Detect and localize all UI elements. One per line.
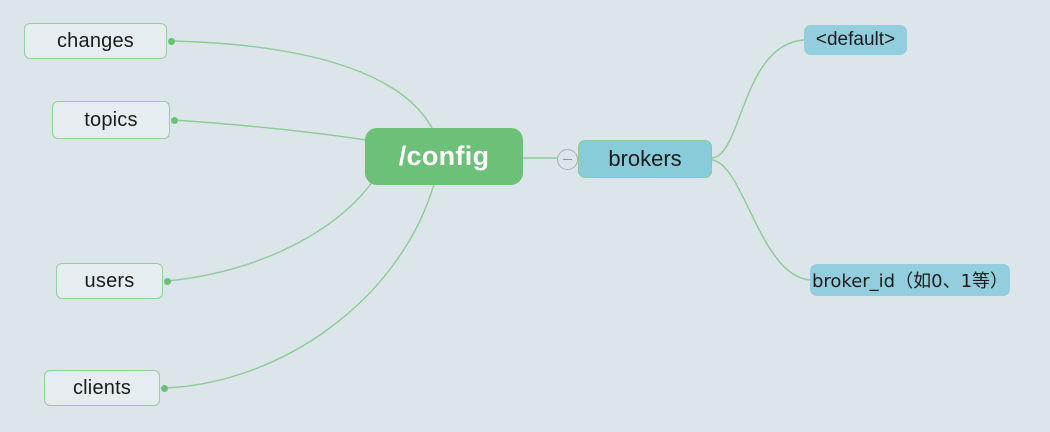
connector-dot-clients	[161, 385, 168, 392]
edge-changes	[170, 40, 433, 129]
node-brokers-label: brokers	[608, 146, 682, 171]
edge-clients	[163, 183, 435, 389]
node-config-root[interactable]: /config	[365, 128, 523, 185]
minus-icon	[563, 159, 572, 160]
edge-brokers-brokerid	[711, 159, 811, 281]
connector-dot-topics	[171, 117, 178, 124]
node-broker-id[interactable]: broker_id（如0、1等）	[810, 264, 1010, 296]
collapse-toggle-icon[interactable]	[557, 149, 578, 170]
node-default[interactable]: <default>	[804, 25, 907, 55]
node-topics[interactable]: topics	[52, 101, 170, 139]
node-changes-label: changes	[56, 29, 134, 52]
node-clients[interactable]: clients	[44, 370, 160, 406]
node-changes[interactable]: changes	[24, 23, 167, 59]
edge-brokers-default	[711, 39, 805, 159]
node-users[interactable]: users	[56, 263, 163, 299]
edge-users	[166, 177, 376, 282]
node-broker-id-label: broker_id（如0、1等）	[811, 271, 1009, 292]
connector-dot-changes	[168, 38, 175, 45]
node-config-label: /config	[398, 141, 490, 171]
node-brokers[interactable]: brokers	[578, 140, 712, 178]
node-users-label: users	[84, 269, 135, 292]
node-default-label: <default>	[815, 29, 896, 50]
edge-topics	[173, 119, 367, 141]
connector-dot-users	[164, 278, 171, 285]
node-topics-label: topics	[84, 108, 138, 131]
node-clients-label: clients	[72, 376, 132, 399]
